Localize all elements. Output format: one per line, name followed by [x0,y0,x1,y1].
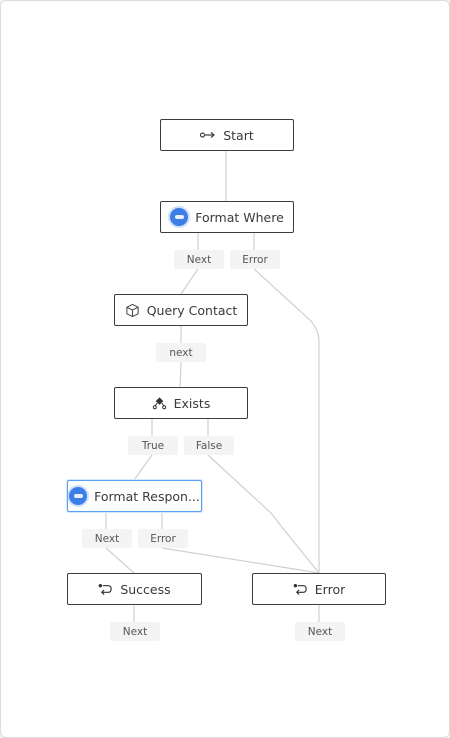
node-success[interactable]: Success [67,573,202,605]
service-icon [170,208,189,226]
node-success-label: Success [120,581,171,597]
node-format-response-label: Format Respon... [94,488,200,504]
node-format-response[interactable]: Format Respon... [67,480,202,512]
port-exists-true[interactable]: True [128,436,178,455]
arrow-right-icon [200,131,216,139]
edge-next-to-success [105,547,135,574]
node-error-label: Error [314,581,346,597]
cube-icon [125,303,140,318]
node-start[interactable]: Start [160,119,294,151]
port-exists-false[interactable]: False [184,436,234,455]
port-success-next[interactable]: Next [110,622,160,641]
edge-error-to-error-node-2 [161,547,320,574]
node-format-where[interactable]: Format Where [160,201,294,233]
node-query-contact[interactable]: Query Contact [114,294,248,326]
return-icon [98,583,113,595]
edge-next-to-exists [179,361,182,388]
edge-false-to-error-node [207,454,320,574]
node-exists-label: Exists [173,395,211,411]
edge-true-to-format-response [133,454,153,481]
return-icon [293,583,308,595]
port-format-where-next[interactable]: Next [174,250,224,269]
node-start-label: Start [223,127,254,143]
node-exists[interactable]: Exists [114,387,248,419]
node-format-where-label: Format Where [195,209,284,225]
edge-next-to-query-contact [180,268,199,295]
port-query-contact-next[interactable]: next [156,343,206,362]
service-icon [69,487,88,505]
node-query-contact-label: Query Contact [146,302,238,318]
port-format-response-error[interactable]: Error [138,529,188,548]
port-format-response-next[interactable]: Next [82,529,132,548]
branch-icon [152,396,167,410]
port-format-where-error[interactable]: Error [230,250,280,269]
node-error[interactable]: Error [252,573,386,605]
port-error-next[interactable]: Next [295,622,345,641]
edge-error-to-error-node [253,268,320,573]
